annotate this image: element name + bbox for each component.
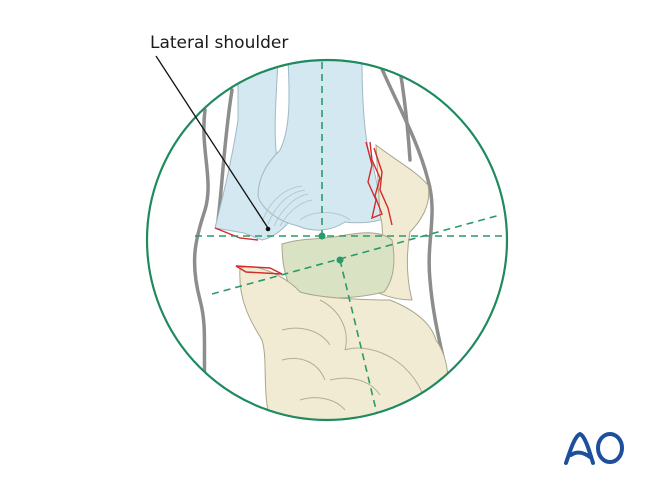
tibial-center-dot bbox=[318, 232, 326, 240]
talar-axis-line bbox=[211, 214, 501, 295]
leader-line bbox=[155, 55, 269, 229]
tarsal-outlines bbox=[281, 299, 426, 411]
talus-center-dot bbox=[336, 256, 344, 264]
foot-axis-line bbox=[339, 259, 379, 419]
lateral-shoulder-label: Lateral shoulder bbox=[150, 33, 289, 53]
ligament bbox=[261, 185, 313, 227]
ao-logo bbox=[564, 432, 624, 465]
talus bbox=[281, 232, 395, 299]
leader-dot bbox=[265, 226, 271, 232]
magnifier-circle bbox=[145, 58, 509, 422]
fracture-lines bbox=[214, 141, 393, 275]
tarsal-bones bbox=[239, 266, 449, 420]
alignment-lines bbox=[195, 62, 505, 419]
circle-contents bbox=[192, 60, 505, 420]
